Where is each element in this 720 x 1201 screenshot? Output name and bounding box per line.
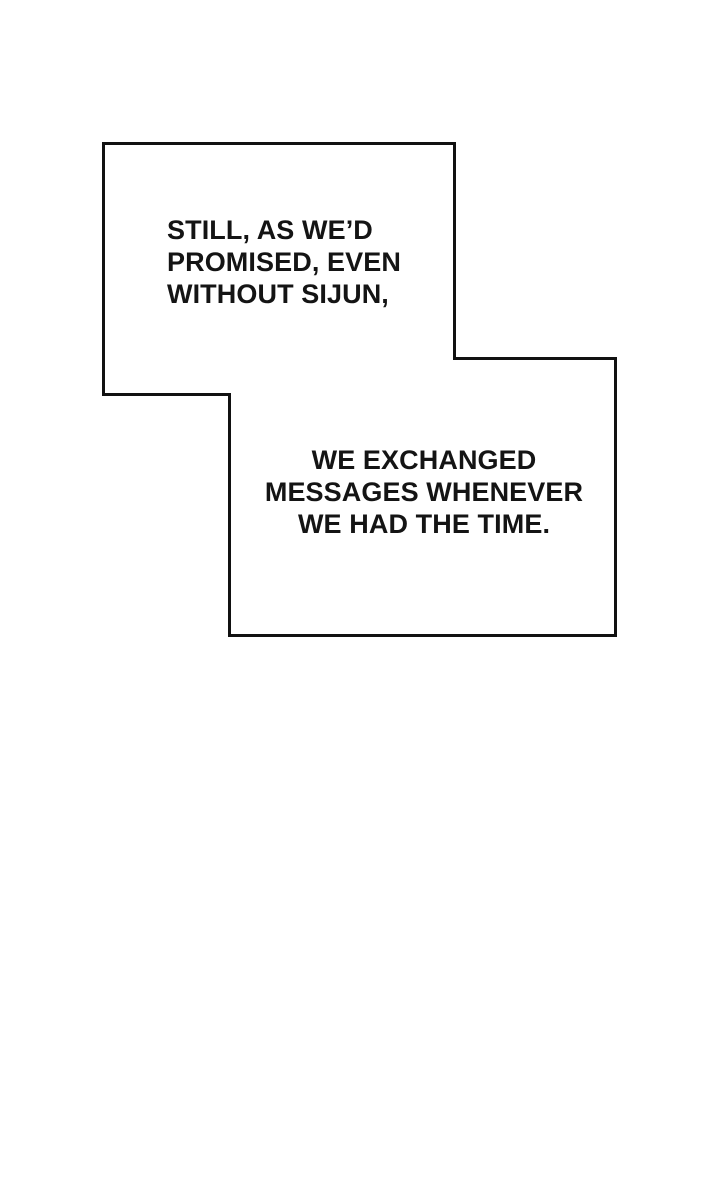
panel-2-caption: WE EXCHANGED MESSAGES WHENEVER WE HAD TH… [264, 445, 584, 539]
panel-1-caption: STILL, AS WE’D PROMISED, EVEN WITHOUT SI… [167, 215, 401, 309]
